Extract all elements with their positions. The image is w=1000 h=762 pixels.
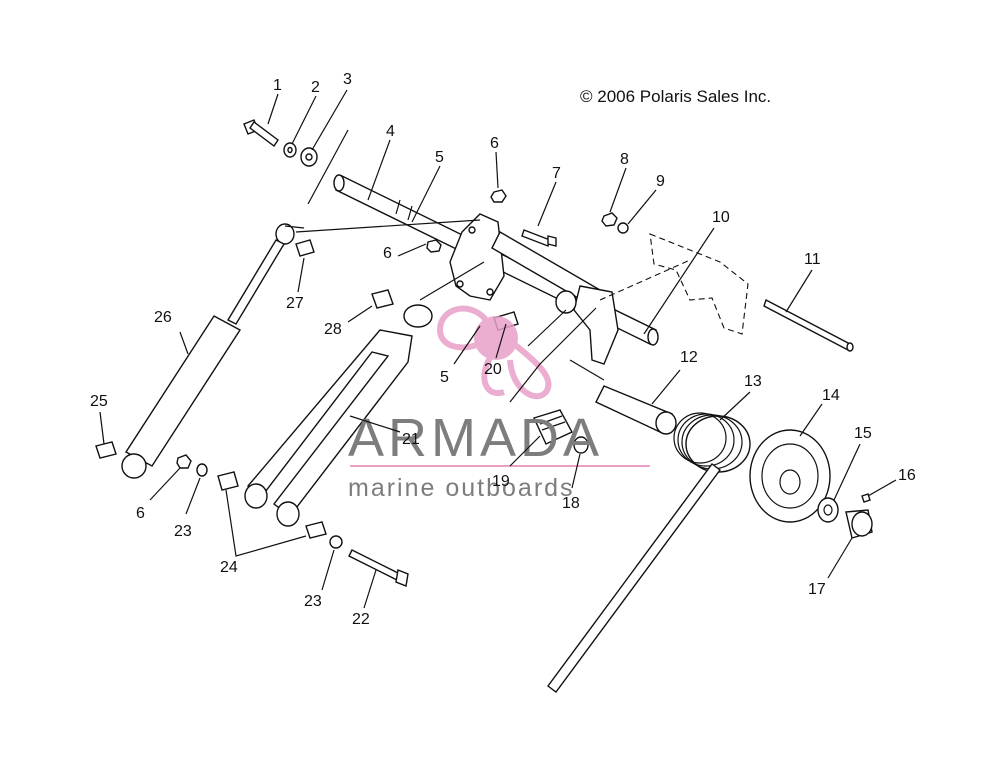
part-washer-23-upper xyxy=(196,463,208,477)
callout-15: 15 xyxy=(854,425,872,442)
part-spring-13 xyxy=(547,412,751,693)
callout-13: 13 xyxy=(744,373,762,390)
propeller-logo-icon xyxy=(436,305,552,400)
callout-27: 27 xyxy=(286,295,304,312)
part-washer-23-lower xyxy=(329,535,343,549)
part-control-arm-21 xyxy=(244,304,433,527)
callout-2: 2 xyxy=(311,79,320,96)
callout-4: 4 xyxy=(386,123,395,140)
cut-line xyxy=(307,129,349,205)
callout-8: 8 xyxy=(620,151,629,168)
part-nut-6-low xyxy=(176,454,192,469)
callout-5-low: 5 xyxy=(440,369,449,386)
phantom-bracket xyxy=(649,233,749,335)
callout-23-upper: 23 xyxy=(174,523,192,540)
part-shock-26 xyxy=(121,239,285,479)
callout-22: 22 xyxy=(352,611,370,628)
callout-5: 5 xyxy=(435,149,444,166)
callout-6-low: 6 xyxy=(136,505,145,522)
part-rod-11 xyxy=(763,298,854,352)
callout-12: 12 xyxy=(680,349,698,366)
leader-lines xyxy=(99,89,897,609)
callout-19: 19 xyxy=(492,473,510,490)
part-block-19 xyxy=(533,409,573,445)
part-bracket-plate xyxy=(449,213,505,301)
part-rear-bracket-10 xyxy=(573,285,619,365)
callout-26: 26 xyxy=(154,309,172,326)
part-collar-17 xyxy=(845,509,873,539)
part-bushing-28 xyxy=(371,289,394,309)
watermark-brand: ARMADA xyxy=(348,408,603,468)
callout-14: 14 xyxy=(822,387,840,404)
callout-18: 18 xyxy=(562,495,580,512)
part-nut-6-top xyxy=(490,189,507,203)
callout-11: 11 xyxy=(804,251,821,268)
part-bolt-22 xyxy=(348,549,409,587)
part-washer-15 xyxy=(817,497,839,523)
part-washer-9 xyxy=(617,222,629,234)
callout-10: 10 xyxy=(712,209,730,226)
part-tube-12 xyxy=(595,385,677,435)
callout-17: 17 xyxy=(808,581,826,598)
callout-25: 25 xyxy=(90,393,108,410)
part-bolt-7 xyxy=(521,229,551,247)
callout-labels: 1 2 3 4 5 6 7 8 9 10 11 6 26 27 28 5 20 … xyxy=(90,71,916,628)
part-bushing-24-left xyxy=(217,471,239,491)
callout-9: 9 xyxy=(656,173,665,190)
callout-24: 24 xyxy=(220,559,238,576)
callout-23-lower: 23 xyxy=(304,593,322,610)
callout-7: 7 xyxy=(552,165,561,182)
part-bushing-27 xyxy=(295,239,315,257)
part-nut-6-mid xyxy=(426,239,442,253)
part-washer-18 xyxy=(573,436,589,454)
part-nut-8 xyxy=(601,212,618,227)
part-bolt-1 xyxy=(243,119,279,148)
watermark-tagline: marine outboards xyxy=(348,474,575,502)
part-disc-14 xyxy=(749,429,831,523)
part-bushing-25 xyxy=(95,441,117,459)
part-bushing-24-right xyxy=(305,521,327,539)
callout-28: 28 xyxy=(324,321,342,338)
callout-16: 16 xyxy=(898,467,916,484)
copyright-text: © 2006 Polaris Sales Inc. xyxy=(580,87,771,106)
callout-1: 1 xyxy=(273,77,282,94)
callout-6-mid: 6 xyxy=(383,245,392,262)
callout-6: 6 xyxy=(490,135,499,152)
callout-3: 3 xyxy=(343,71,352,88)
callout-21: 21 xyxy=(402,431,420,448)
callout-20: 20 xyxy=(484,361,502,378)
